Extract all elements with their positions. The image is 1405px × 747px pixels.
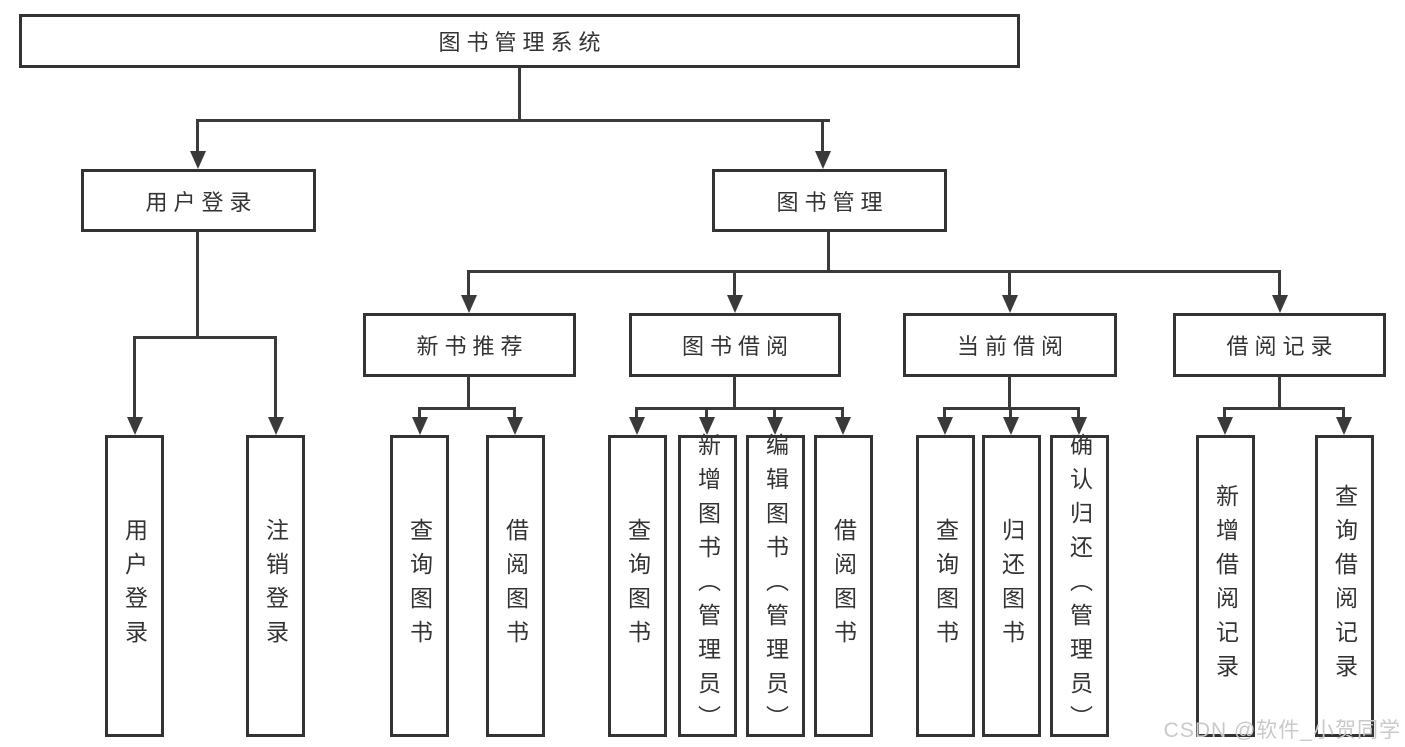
node-new-book-recommendation: 新书推荐 (363, 313, 576, 377)
leaf-confirm-return-admin: 确认归还（管理员） (1050, 433, 1109, 739)
leaf-borrow-books-1: 借阅图书 (486, 435, 545, 737)
arrow-down-icon (507, 417, 523, 435)
leaf-label: 编辑图书（管理员） (762, 433, 789, 739)
node-label: 图书借阅 (681, 334, 794, 359)
arrow-down-icon (835, 417, 851, 435)
arrow-down-icon (127, 417, 143, 435)
connector-to-leaf (1223, 407, 1226, 420)
arrow-down-icon (815, 151, 831, 169)
connector-user-login-bus (133, 336, 277, 339)
connector-borrowing-records-stem (1278, 376, 1281, 408)
leaf-label: 查询图书 (932, 518, 959, 654)
arrow-down-icon (727, 295, 743, 313)
connector-book-borrowing-bus (635, 407, 844, 410)
leaf-borrow-books-2: 借阅图书 (814, 435, 873, 737)
connector-to-leaf-logout (274, 336, 277, 419)
csdn-watermark: CSDN @软件_小贺同学 (1163, 719, 1401, 742)
leaf-query-books-3: 查询图书 (916, 435, 975, 737)
connector-book-management-bus (467, 270, 1281, 273)
leaf-label: 用户登录 (121, 518, 148, 654)
connector-to-book-management (821, 119, 824, 154)
node-book-management: 图书管理 (712, 169, 947, 232)
connector-new-book-bus (418, 407, 516, 410)
arrow-down-icon (937, 417, 953, 435)
leaf-add-book-admin: 新增图书（管理员） (678, 433, 737, 739)
connector-to-leaf (705, 407, 708, 420)
leaf-label: 查询图书 (406, 518, 433, 654)
leaf-label: 归还图书 (998, 518, 1025, 654)
leaf-edit-book-admin: 编辑图书（管理员） (746, 433, 805, 739)
leaf-label: 查询图书 (624, 518, 651, 654)
connector-to-leaf (418, 407, 421, 420)
connector-to-leaf (1342, 407, 1345, 420)
leaf-logout: 注销登录 (246, 435, 305, 737)
leaf-label: 确认归还（管理员） (1066, 433, 1093, 739)
connector-root-bus (196, 119, 830, 122)
leaf-user-login: 用户登录 (105, 435, 164, 737)
connector-to-leaf (1077, 407, 1080, 420)
arrow-down-icon (1272, 295, 1288, 313)
connector-root-stem (518, 67, 521, 120)
arrow-down-icon (1003, 417, 1019, 435)
arrow-down-icon (699, 417, 715, 435)
leaf-query-books-2: 查询图书 (608, 435, 667, 737)
connector-book-borrowing-stem (733, 376, 736, 408)
connector-to-leaf (1009, 407, 1012, 420)
leaf-label: 查询借阅记录 (1331, 484, 1358, 688)
arrow-down-icon (1071, 417, 1087, 435)
connector-to-leaf (635, 407, 638, 420)
leaf-add-borrow-record: 新增借阅记录 (1196, 435, 1255, 737)
arrow-down-icon (412, 417, 428, 435)
arrow-down-icon (461, 295, 477, 313)
arrow-down-icon (1336, 417, 1352, 435)
leaf-label: 新增借阅记录 (1212, 484, 1239, 688)
arrow-down-icon (190, 151, 206, 169)
connector-book-management-stem (827, 231, 830, 272)
node-label: 借阅记录 (1226, 334, 1339, 359)
node-label: 新书推荐 (416, 334, 529, 359)
leaf-label: 借阅图书 (502, 518, 529, 654)
arrow-down-icon (1217, 417, 1233, 435)
connector-to-current-borrowing (1008, 270, 1011, 298)
node-user-login: 用户登录 (81, 169, 316, 232)
connector-to-leaf (773, 407, 776, 420)
connector-to-leaf (841, 407, 844, 420)
connector-to-leaf (943, 407, 946, 420)
connector-current-borrowing-stem (1008, 376, 1011, 408)
node-borrowing-records: 借阅记录 (1173, 313, 1386, 377)
connector-user-login-stem (196, 231, 199, 337)
node-label: 当前借阅 (956, 334, 1069, 359)
leaf-query-borrow-record: 查询借阅记录 (1315, 435, 1374, 737)
connector-to-user-login (196, 119, 199, 154)
connector-to-borrowing-records (1278, 270, 1281, 298)
leaf-label: 新增图书（管理员） (694, 433, 721, 739)
leaf-label: 注销登录 (262, 518, 289, 654)
connector-to-book-borrowing (733, 270, 736, 298)
connector-to-new-book-recommendation (467, 270, 470, 298)
connector-borrowing-records-bus (1223, 407, 1345, 410)
connector-new-book-stem (467, 376, 470, 408)
connector-to-leaf (513, 407, 516, 420)
node-label: 图书管理系统 (438, 30, 607, 55)
node-label: 用户登录 (145, 189, 258, 215)
node-label: 图书管理 (776, 189, 889, 215)
node-library-system: 图书管理系统 (19, 14, 1020, 68)
arrow-down-icon (629, 417, 645, 435)
leaf-label: 借阅图书 (830, 518, 857, 654)
arrow-down-icon (1002, 295, 1018, 313)
arrow-down-icon (767, 417, 783, 435)
connector-to-leaf-user-login (133, 336, 136, 419)
leaf-return-book: 归还图书 (982, 435, 1041, 737)
node-current-borrowing: 当前借阅 (903, 313, 1117, 377)
leaf-query-books-1: 查询图书 (390, 435, 449, 737)
node-book-borrowing: 图书借阅 (629, 313, 841, 377)
arrow-down-icon (268, 417, 284, 435)
